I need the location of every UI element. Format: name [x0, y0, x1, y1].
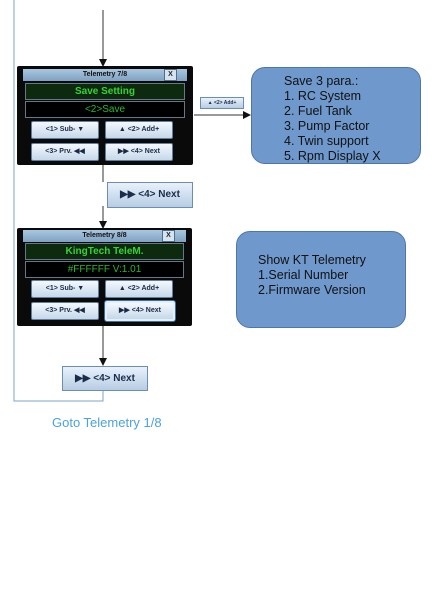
add-label: <2> Add+: [127, 126, 160, 133]
add-button[interactable]: ▲ <2> Add+: [105, 121, 173, 139]
note-item: 2.Firmware Version: [258, 283, 366, 297]
note-item: 3. Pump Factor: [284, 119, 370, 133]
next-button[interactable]: ▶▶ <4> Next: [105, 301, 175, 321]
double-down-arrow-icon: ▼: [77, 126, 85, 133]
next-label: <4> Next: [131, 307, 161, 314]
add-button[interactable]: ▲ <2> Add+: [105, 280, 173, 298]
screen-title: Telemetry 7/8: [23, 69, 187, 81]
kingtech-row: KingTech TeleM.: [25, 243, 184, 260]
double-right-arrow-icon: ▶▶: [119, 307, 130, 314]
next-label: <4> Next: [138, 189, 180, 200]
prev-label: <3> Prv.: [45, 307, 72, 314]
prev-label: <3> Prv.: [45, 148, 72, 155]
next-button[interactable]: ▶▶ <4> Next: [105, 143, 173, 161]
sub-button[interactable]: <1> Sub- ▼: [31, 121, 99, 139]
screen-title: Telemetry 8/8: [23, 230, 186, 242]
double-left-arrow-icon: ◀◀: [73, 307, 85, 314]
double-right-arrow-icon: ▶▶: [118, 148, 129, 155]
note-item: 4. Twin support: [284, 134, 369, 148]
note-item: 5. Rpm Display X: [284, 149, 381, 163]
close-icon[interactable]: X: [162, 230, 175, 242]
save-params-note: Save 3 para.: 1. RC System 2. Fuel Tank …: [251, 67, 421, 164]
note-heading: Save 3 para.:: [284, 74, 359, 88]
double-up-arrow-icon: ▲: [118, 126, 126, 133]
save-setting-row: Save Setting: [25, 83, 185, 100]
save-option-row[interactable]: <2>Save: [25, 101, 185, 118]
next-label: <4> Next: [93, 373, 135, 384]
note-item: 1. RC System: [284, 89, 362, 103]
note-item: 2. Fuel Tank: [284, 104, 352, 118]
sub-button[interactable]: <1> Sub- ▼: [31, 280, 99, 298]
note-heading: Show KT Telemetry: [258, 253, 366, 267]
double-down-arrow-icon: ▼: [77, 285, 85, 292]
prev-button[interactable]: <3> Prv. ◀◀: [31, 143, 99, 161]
next-button-step1[interactable]: ▶▶ <4> Next: [107, 182, 193, 208]
double-up-arrow-icon: ▲: [207, 100, 213, 106]
double-up-arrow-icon: ▲: [118, 285, 126, 292]
note-item: 1.Serial Number: [258, 268, 349, 282]
close-icon[interactable]: X: [164, 69, 177, 81]
add-button-small[interactable]: ▲ <2> Add+: [200, 97, 244, 109]
next-label: <4> Next: [130, 148, 160, 155]
sub-label: <1> Sub-: [45, 126, 76, 133]
version-row: #FFFFFF V:1.01: [25, 261, 184, 278]
next-button-step2[interactable]: ▶▶ <4> Next: [62, 366, 148, 391]
double-right-arrow-icon: ▶▶: [75, 373, 91, 384]
add-label: <2> Add+: [213, 100, 237, 106]
loop-back-line: [13, 0, 104, 402]
telemetry-screen-7: Telemetry 7/8 X Save Setting <2>Save <1>…: [17, 66, 193, 165]
prev-button[interactable]: <3> Prv. ◀◀: [31, 302, 99, 320]
telemetry-screen-8: Telemetry 8/8 X KingTech TeleM. #FFFFFF …: [17, 228, 192, 326]
sub-label: <1> Sub-: [45, 285, 76, 292]
double-left-arrow-icon: ◀◀: [73, 148, 85, 155]
kt-telemetry-note: Show KT Telemetry 1.Serial Number 2.Firm…: [236, 231, 406, 328]
goto-telemetry-link[interactable]: Goto Telemetry 1/8: [52, 415, 162, 430]
double-right-arrow-icon: ▶▶: [120, 189, 136, 200]
add-label: <2> Add+: [127, 285, 160, 292]
